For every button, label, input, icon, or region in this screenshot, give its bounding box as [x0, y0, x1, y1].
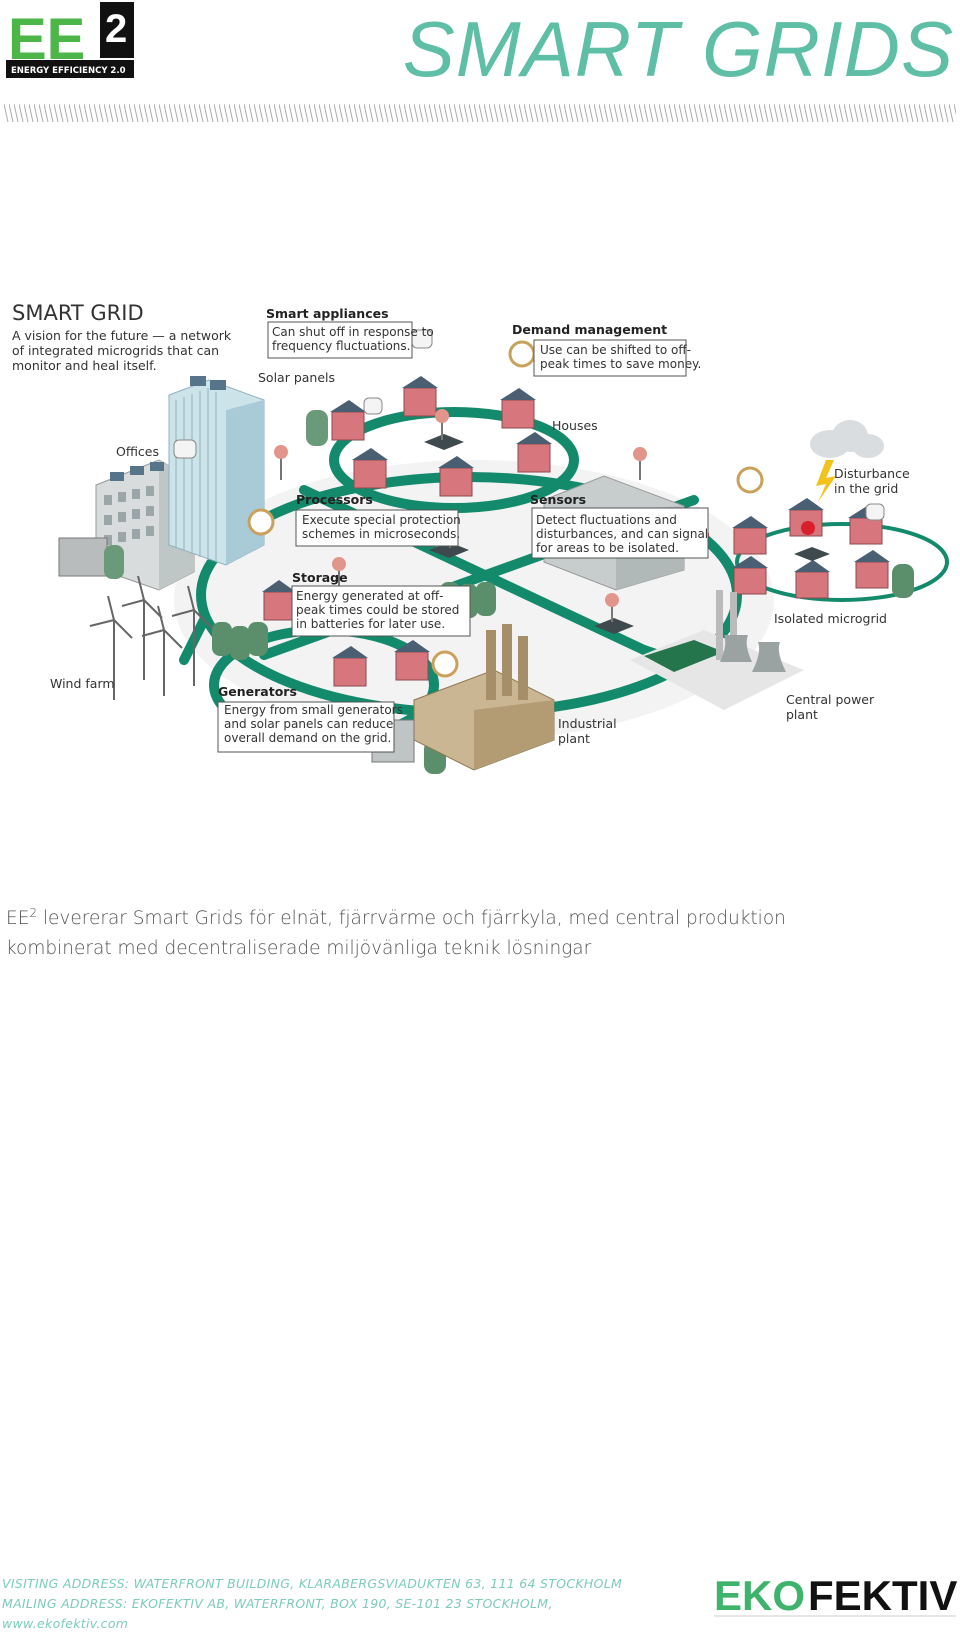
offices-building [95, 376, 265, 591]
diagram-subtitle-3: monitor and heal itself. [12, 358, 157, 373]
intro-line-2: kombinerat med decentraliserade miljövän… [6, 938, 592, 960]
callout-smart-appliances-heading: Smart appliances [266, 306, 389, 321]
intro-ee-mark: EE [6, 908, 30, 930]
diagram-subtitle-1: A vision for the future — a network [12, 328, 232, 343]
callout-sensors-line-1: Detect fluctuations and [536, 513, 677, 527]
callout-demand-line-1: Use can be shifted to off- [540, 343, 691, 357]
footer-visiting-address: VISITING ADDRESS: WATERFRONT BUILDING, K… [2, 1576, 623, 1591]
label-isolated-microgrid: Isolated microgrid [774, 611, 887, 626]
footer-mailing-address: MAILING ADDRESS: EKOFEKTIV AB, WATERFRON… [2, 1596, 553, 1611]
logo-ee-mark: EE [8, 7, 85, 72]
callout-generators-heading: Generators [218, 684, 297, 699]
logo-fektiv-part: FEKTIV [808, 1572, 957, 1618]
callout-processors-line-2: schemes in microseconds. [302, 527, 460, 541]
callout-demand-heading: Demand management [512, 322, 667, 337]
footer-website-link[interactable]: www.ekofektiv.com [2, 1616, 129, 1631]
logo-tagline: ENERGY EFFICIENCY 2.0 [11, 66, 126, 76]
callout-generators-line-2: and solar panels can reduce [224, 717, 393, 731]
callout-smart-appliances-line-2: frequency fluctuations. [272, 339, 410, 353]
ee2-logo: EE 2 ENERGY EFFICIENCY 2.0 [6, 2, 134, 78]
diagram-subtitle-2: of integrated microgrids that can [12, 343, 219, 358]
diagram-title: SMART GRID [12, 301, 144, 325]
hatch-divider [4, 104, 956, 122]
intro-ee-superscript: 2 [29, 906, 38, 920]
label-central-power-1: Central power [786, 692, 875, 707]
callout-storage-line-3: in batteries for later use. [296, 617, 445, 631]
label-disturbance-1: Disturbance [834, 466, 910, 481]
page-title: SMART GRIDS [402, 5, 954, 93]
callout-sensors-line-2: disturbances, and can signal [536, 527, 708, 541]
smart-grid-diagram: SMART GRID A vision for the future — a n… [12, 301, 949, 774]
intro-paragraph: EE2 levererar Smart Grids för elnät, fjä… [6, 898, 906, 964]
ekofektiv-logo: EKO FEKTIV [714, 1572, 957, 1618]
label-industrial-1: Industrial [558, 716, 617, 731]
houses [262, 376, 890, 687]
label-industrial-2: plant [558, 731, 590, 746]
logo-superscript: 2 [105, 7, 127, 51]
intro-line-1-text: levererar Smart Grids för elnät, fjärrvä… [37, 908, 786, 930]
callout-processors-line-1: Execute special protection [302, 513, 461, 527]
callout-generators-line-1: Energy from small generators [224, 703, 403, 717]
label-solar-panels: Solar panels [258, 370, 335, 385]
logo-eko-part: EKO [714, 1572, 805, 1618]
callout-storage-heading: Storage [292, 570, 348, 585]
label-disturbance-2: in the grid [834, 481, 898, 496]
callout-sensors-heading: Sensors [530, 492, 586, 507]
label-central-power-2: plant [786, 707, 818, 722]
callout-smart-appliances-line-1: Can shut off in response to [272, 325, 434, 339]
callout-generators-line-3: overall demand on the grid. [224, 731, 391, 745]
label-offices: Offices [116, 444, 159, 459]
label-wind-farm: Wind farm [50, 676, 115, 691]
intro-line-1: EE2 levererar Smart Grids för elnät, fjä… [6, 898, 906, 934]
label-houses: Houses [552, 418, 598, 433]
callout-storage-line-2: peak times could be stored [296, 603, 459, 617]
callout-sensors-line-3: for areas to be isolated. [536, 541, 679, 555]
callout-processors-heading: Processors [296, 492, 373, 507]
callout-demand-line-2: peak times to save money. [540, 357, 701, 371]
callout-storage-line-1: Energy generated at off- [296, 589, 443, 603]
